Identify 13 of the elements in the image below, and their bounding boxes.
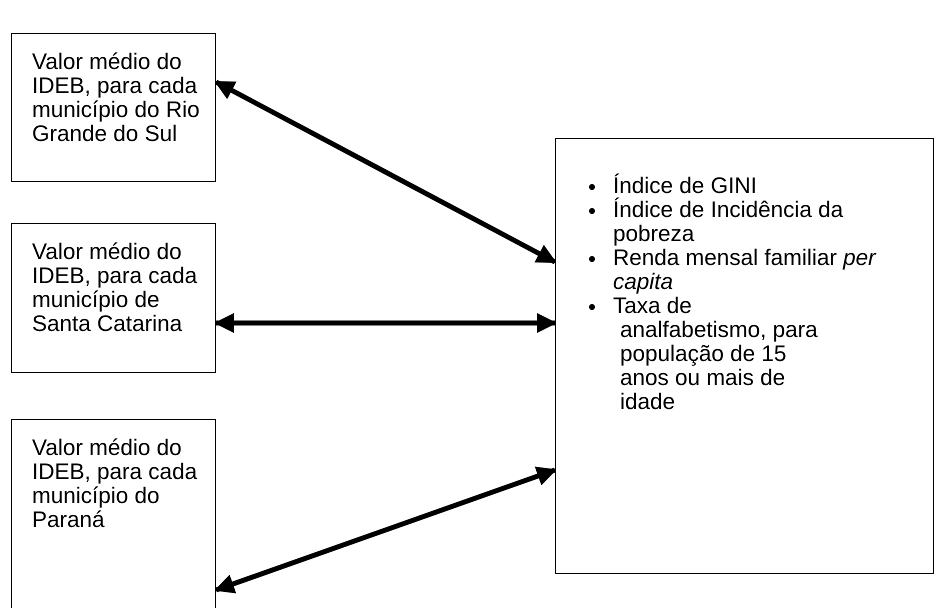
double-arrow [214,80,557,264]
box-text: Valor médio do IDEB, para cada município do Rio Grande do Sul [32,50,201,146]
text-box [11,223,216,373]
list-item: Renda mensal familiar per capita [613,245,876,294]
double-arrow [214,313,557,333]
box-text: Valor médio do IDEB, para cada município do Paraná [32,436,198,532]
box-text: Valor médio do IDEB, para cada município de Santa Catarina [32,240,198,336]
list-item: Índice de GINI [613,173,757,198]
list-item: Taxa de analfabetismo, para população de 15 anos ou mais de idade [613,293,818,414]
list-box [555,138,934,574]
text-box [11,419,216,608]
text-box [11,33,216,182]
double-arrow [214,466,557,594]
